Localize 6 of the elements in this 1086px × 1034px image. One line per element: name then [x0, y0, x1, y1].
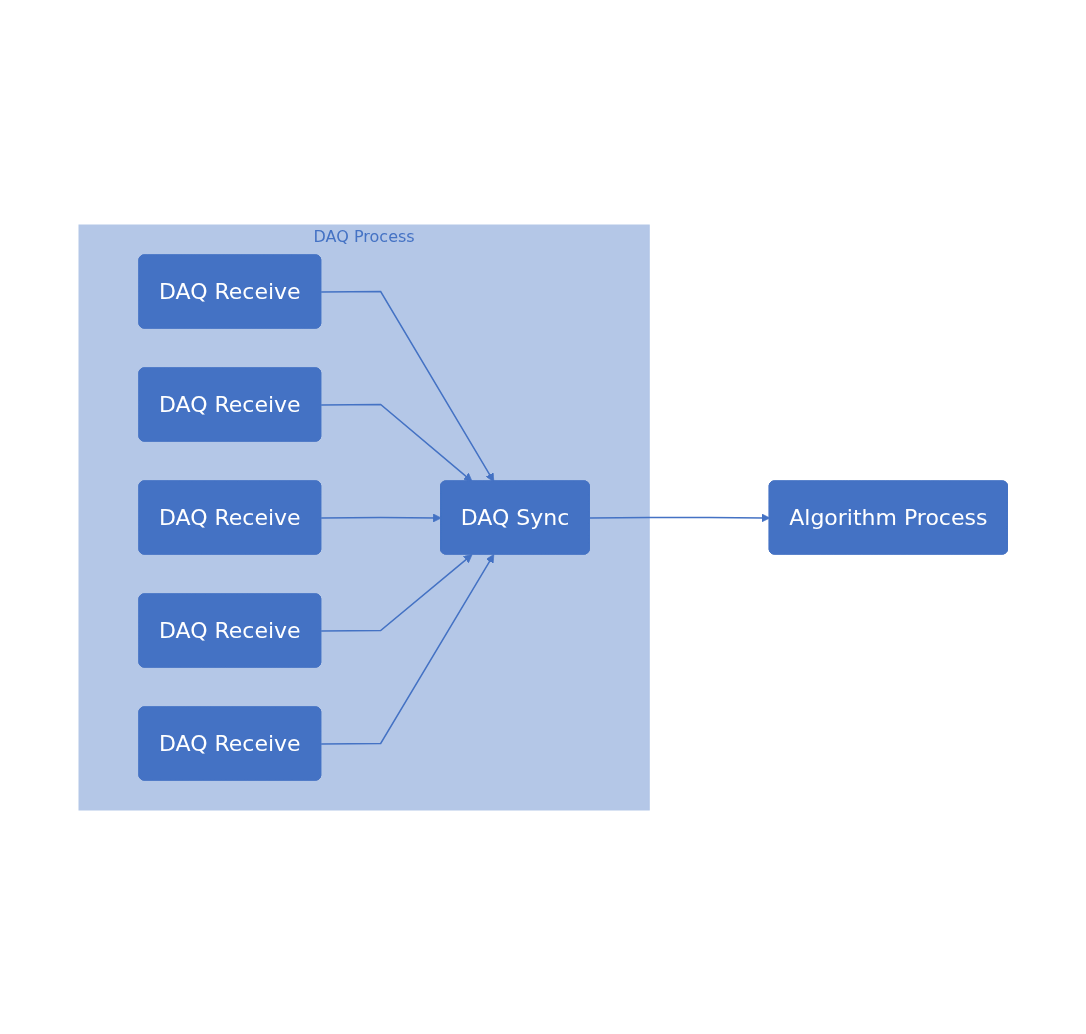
- arrow: [320, 403, 473, 482]
- arrow: [320, 290, 494, 482]
- arrow: [320, 513, 442, 522]
- arrow: [320, 553, 473, 632]
- arrow: [320, 553, 494, 745]
- arrow: [588, 513, 770, 522]
